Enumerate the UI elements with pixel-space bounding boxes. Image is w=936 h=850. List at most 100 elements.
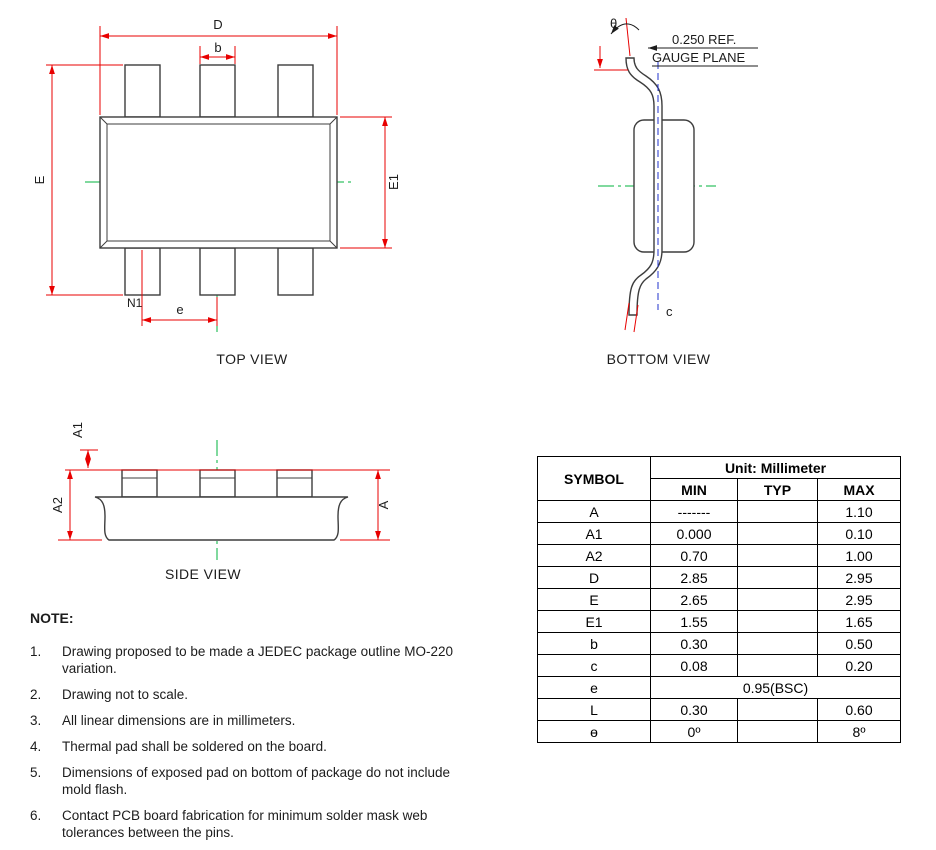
typ-cell <box>737 544 818 567</box>
note-number: 2. <box>30 687 42 702</box>
symbol-cell: ɵ <box>537 720 651 743</box>
table-row: b 0.30 0.50 <box>537 632 901 655</box>
max-cell: 2.95 <box>817 566 901 589</box>
dimension-e: e N1 <box>127 250 218 326</box>
side-pins <box>121 469 313 498</box>
min-cell: 2.85 <box>650 566 738 589</box>
gauge-ref-text: 0.250 REF. <box>672 32 736 47</box>
note-item: 5. Dimensions of exposed pad on bottom o… <box>30 764 492 798</box>
dimension-A1: A1 <box>70 422 98 468</box>
dim-label-E1: E1 <box>386 174 401 190</box>
symbol-cell: D <box>537 566 651 589</box>
span-cell: 0.95(BSC) <box>650 676 901 699</box>
dimension-E1: E1 <box>340 116 401 249</box>
dim-label-c: c <box>666 304 673 319</box>
dim-label-e: e <box>176 302 183 317</box>
note-text: Thermal pad shall be soldered on the boa… <box>62 739 327 754</box>
side-view-label: SIDE VIEW <box>165 566 241 582</box>
table-subheader-row: MIN TYP MAX <box>538 478 901 501</box>
gauge-plane-callout: 0.250 REF. GAUGE PLANE <box>648 32 758 67</box>
note-item: 3. All linear dimensions are in millimet… <box>30 712 492 729</box>
symbol-cell: A1 <box>537 522 651 545</box>
symbol-header: SYMBOL <box>537 456 651 501</box>
note-number: 5. <box>30 765 42 780</box>
symbol-cell: e <box>537 676 651 699</box>
dimension-b: b <box>199 40 236 64</box>
gauge-plane-text: GAUGE PLANE <box>652 50 746 65</box>
notes-title: NOTE: <box>30 610 74 626</box>
typ-cell <box>737 698 818 721</box>
min-cell: 0.000 <box>650 522 738 545</box>
top-view-drawing: D b E E1 e N1 <box>32 17 401 332</box>
table-row: D 2.85 2.95 <box>537 566 901 589</box>
dim-label-A1: A1 <box>70 422 85 438</box>
max-cell: 1.10 <box>817 500 901 523</box>
dimension-E: E <box>32 64 123 296</box>
note-text: Contact PCB board fabrication for minimu… <box>62 808 428 840</box>
typ-cell <box>737 566 818 589</box>
table-row: ɵ 0º 8º <box>537 720 901 743</box>
note-number: 4. <box>30 739 42 754</box>
dimension-theta: θ <box>610 16 640 57</box>
max-cell: 0.10 <box>817 522 901 545</box>
dim-label-E: E <box>32 175 47 184</box>
typ-cell <box>737 632 818 655</box>
min-cell: 0.30 <box>650 698 738 721</box>
note-text: Drawing proposed to be made a JEDEC pack… <box>62 644 453 676</box>
dimension-D: D <box>99 17 338 115</box>
note-number: 1. <box>30 644 42 659</box>
bottom-view-label: BOTTOM VIEW <box>606 351 711 367</box>
max-cell: 2.95 <box>817 588 901 611</box>
note-item: 2. Drawing not to scale. <box>30 686 492 703</box>
package-body <box>99 116 338 249</box>
typ-cell <box>737 522 818 545</box>
body-cross-section <box>94 496 349 541</box>
table-row: A1 0.000 0.10 <box>537 522 901 545</box>
symbol-cell: E1 <box>537 610 651 633</box>
table-row: e 0.95(BSC) <box>537 676 901 699</box>
dim-label-N1: N1 <box>127 296 143 310</box>
table-row: E 2.65 2.95 <box>537 588 901 611</box>
notes-section: NOTE: 1. Drawing proposed to be made a J… <box>30 610 492 850</box>
dimension-c: c <box>624 302 673 333</box>
top-view-label: TOP VIEW <box>216 351 288 367</box>
dimension-A2: A2 <box>50 470 102 541</box>
symbol-cell: E <box>537 588 651 611</box>
bottom-view-drawing: θ 0.250 REF. GAUGE PLANE c <box>594 16 758 333</box>
table-row: c 0.08 0.20 <box>537 654 901 677</box>
dimension-table: SYMBOL Unit: Millimeter MIN TYP MAX A --… <box>537 456 901 743</box>
note-item: 4. Thermal pad shall be soldered on the … <box>30 738 492 755</box>
symbol-cell: A <box>537 500 651 523</box>
typ-cell <box>737 610 818 633</box>
typ-cell <box>737 500 818 523</box>
min-header: MIN <box>650 478 738 501</box>
min-cell: 0.70 <box>650 544 738 567</box>
dim-label-A2: A2 <box>50 497 65 513</box>
symbol-cell: L <box>537 698 651 721</box>
dim-label-A: A <box>376 500 391 509</box>
typ-header: TYP <box>737 478 818 501</box>
min-cell: 0.08 <box>650 654 738 677</box>
package-body-profile <box>633 119 695 253</box>
table-header-row: SYMBOL Unit: Millimeter <box>537 456 901 501</box>
max-cell: 8º <box>817 720 901 743</box>
symbol-cell: c <box>537 654 651 677</box>
typ-cell <box>737 654 818 677</box>
min-cell: 0.30 <box>650 632 738 655</box>
max-header: MAX <box>817 478 901 501</box>
package-pins <box>124 64 314 296</box>
note-text: Drawing not to scale. <box>62 687 189 702</box>
min-cell: 1.55 <box>650 610 738 633</box>
note-text: All linear dimensions are in millimeters… <box>62 713 296 728</box>
table-row: E1 1.55 1.65 <box>537 610 901 633</box>
table-row: A ------- 1.10 <box>537 500 901 523</box>
symbol-cell: A2 <box>537 544 651 567</box>
note-text: Dimensions of exposed pad on bottom of p… <box>62 765 451 797</box>
min-cell: ------- <box>650 500 738 523</box>
max-cell: 0.60 <box>817 698 901 721</box>
typ-cell <box>737 720 818 743</box>
table-row: A2 0.70 1.00 <box>537 544 901 567</box>
dimension-A: A <box>340 470 391 541</box>
note-number: 3. <box>30 713 42 728</box>
note-item: 1. Drawing proposed to be made a JEDEC p… <box>30 643 492 677</box>
